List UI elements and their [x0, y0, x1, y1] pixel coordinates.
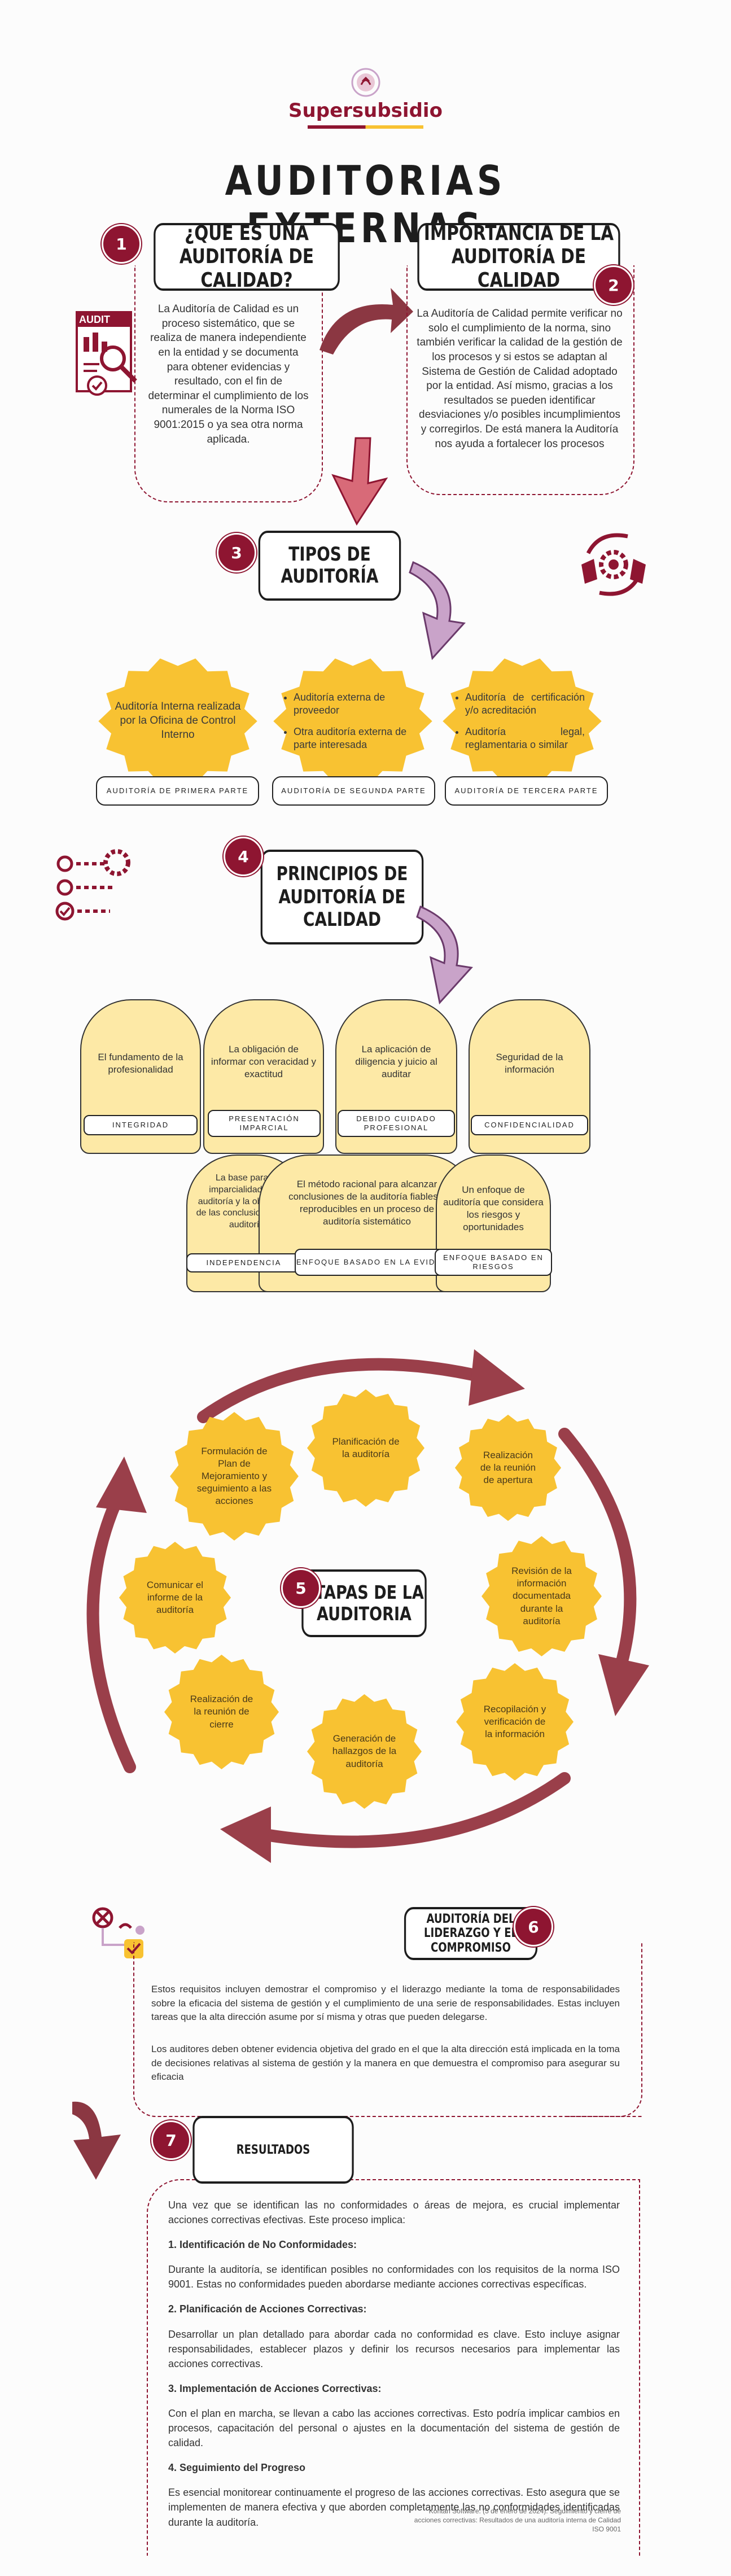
- stage-4-collection: Recopilación y verificación de la inform…: [456, 1663, 574, 1781]
- results-item-4-text: Es esencial monitorear continuamente el …: [168, 2487, 620, 2528]
- stage-8-improvement-plan: Formulación de Plan de Mejoramiento y se…: [169, 1411, 299, 1541]
- principle-integrity-label: INTEGRIDAD: [84, 1115, 198, 1135]
- section6-frame: [133, 1942, 642, 2117]
- third-party-list: Auditoría de certificación y/o acreditac…: [440, 691, 604, 752]
- gear-handshake-icon: [577, 525, 650, 604]
- section7-frame: [147, 2179, 640, 2556]
- section6-paragraph-2: Los auditores deben obtener evidencia ob…: [151, 2044, 620, 2083]
- type-first-party: Auditoría Interna realizada por la Ofici…: [96, 655, 260, 788]
- results-item-4-heading: 4. Seguimiento del Progreso: [168, 2462, 306, 2474]
- section2-number: 2: [594, 265, 633, 305]
- brand-underline: [308, 125, 423, 129]
- principle-independence-label: INDEPENDENCIA: [186, 1253, 301, 1272]
- results-item-3-text: Con el plan en marcha, se llevan a cabo …: [168, 2407, 620, 2449]
- type-third-party-label: AUDITORÍA DE TERCERA PARTE: [445, 776, 608, 806]
- second-party-list: Auditoría externa de proveedor Otra audi…: [271, 691, 435, 752]
- type-second-party: Auditoría externa de proveedor Otra audi…: [271, 655, 435, 788]
- curl-arrow-icon-2: [415, 903, 483, 1005]
- principle-due-care-label: DEBIDO CUIDADO PROFESIONAL: [338, 1110, 455, 1137]
- down-arrow-icon-2: [68, 2097, 130, 2182]
- stage-1-planning: Planificación de la auditoría: [307, 1389, 425, 1507]
- curved-arrow-icon: [314, 282, 415, 361]
- section6-number: 6: [514, 1907, 553, 1947]
- down-arrow-icon: [322, 436, 395, 526]
- section4-title: PRINCIPIOS DE AUDITORÍA DE CALIDAD: [260, 850, 424, 944]
- section5-title: ETAPAS DE LA AUDITORIA: [301, 1569, 427, 1637]
- principle-impartial-label: PRESENTACIÓN IMPARCIAL: [208, 1110, 321, 1137]
- results-item-2-heading: 2. Planificación de Acciones Correctivas…: [168, 2303, 367, 2315]
- brand-name: Supersubsidio: [288, 99, 443, 122]
- section7-title: RESULTADOS: [192, 2116, 354, 2184]
- logo-emblem-icon: [350, 68, 382, 97]
- section6-frame-right: [564, 1942, 642, 2117]
- audit-icon-label: AUDIT: [79, 314, 110, 325]
- results-intro: Una vez que se identifican las no confor…: [168, 2199, 620, 2226]
- checklist-gear-icon: [54, 847, 138, 931]
- section7-body: Una vez que se identifican las no confor…: [168, 2198, 620, 2540]
- section2-frame: [406, 265, 634, 495]
- stage-3-doc-review: Revisión de la información documentada d…: [481, 1536, 602, 1657]
- curl-arrow-icon: [408, 559, 475, 661]
- audit-report-icon: [72, 308, 146, 398]
- section1-title: ¿QUE ES UNA AUDITORÍA DE CALIDAD?: [154, 222, 340, 292]
- section7-number: 7: [151, 2120, 191, 2160]
- section3-title: TIPOS DE AUDITORÍA: [258, 531, 401, 601]
- section2-body: La Auditoría de Calidad permite verifica…: [417, 308, 623, 450]
- stage-6-closing-meeting: Realización de la reunión de cierre: [164, 1654, 279, 1770]
- type-first-party-label: AUDITORÍA DE PRIMERA PARTE: [96, 776, 259, 806]
- type-second-party-label: AUDITORÍA DE SEGUNDA PARTE: [272, 776, 435, 806]
- cycle-arrows: [79, 1327, 666, 1863]
- stage-2-opening-meeting: Realización de la reunión de apertura: [454, 1414, 562, 1521]
- principle-confidentiality-label: CONFIDENCIALIDAD: [471, 1115, 588, 1135]
- stage-7-report: Comunicar el informe de la auditoría: [119, 1541, 231, 1654]
- section2-title: IMPORTANCIA DE LA AUDITORÍA DE CALIDAD: [417, 222, 620, 292]
- section6-paragraph-1: Estos requisitos incluyen demostrar el c…: [151, 1984, 620, 2023]
- section4-number: 4: [224, 837, 263, 876]
- citation: Kontan Software. (5 de enero de 2024). S…: [414, 2507, 621, 2534]
- results-item-3-heading: 3. Implementación de Acciones Correctiva…: [168, 2382, 382, 2394]
- results-item-1-heading: 1. Identificación de No Conformidades:: [168, 2239, 357, 2251]
- principle-risk-label: ENFOQUE BASADO EN RIESGOS: [435, 1249, 552, 1276]
- results-item-1-text: Durante la auditoría, se identifican pos…: [168, 2264, 620, 2290]
- section1-body: La Auditoría de Calidad es un proceso si…: [148, 303, 309, 445]
- section3-number: 3: [217, 533, 256, 572]
- section1-number: 1: [102, 224, 141, 264]
- section1-frame: [134, 265, 323, 502]
- stage-5-findings: Generación de hallazgos de la auditoría: [307, 1694, 422, 1809]
- type-third-party: Auditoría de certificación y/o acreditac…: [440, 655, 604, 788]
- section5-number: 5: [281, 1568, 321, 1608]
- results-item-2-text: Desarrollar un plan detallado para abord…: [168, 2328, 620, 2369]
